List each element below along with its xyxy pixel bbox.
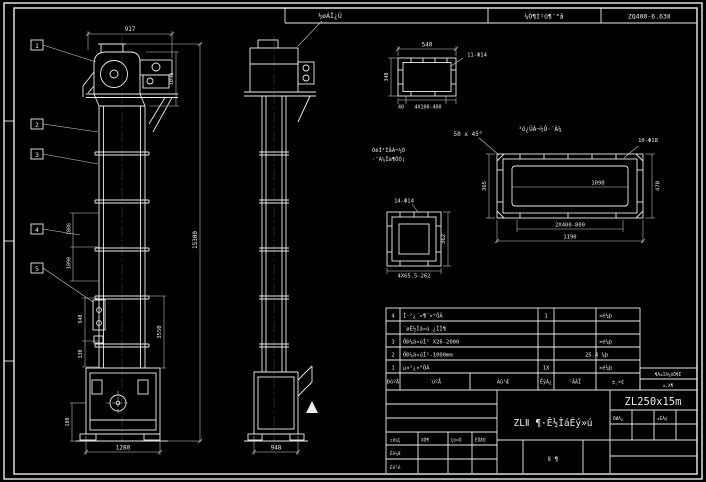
label-design: Éè¼Æ (390, 449, 401, 457)
label-sign: Ç©×Ö (451, 437, 462, 444)
header-note: ±¸×¢ (612, 380, 624, 386)
dim-340: 340 (384, 72, 390, 81)
revision-strip: ¶Ä±Ìê¼XÖ¶Ê ±,X¶ (639, 367, 697, 390)
flange-title-label: ³ö¿ÚÁ¬½Ó·¨À¼ (518, 126, 562, 133)
dim-4x65-262: 4X65.5-262 (397, 274, 430, 280)
holes-11-d14: 11-Φ14 (467, 53, 488, 59)
dim-1086: 1086 (67, 223, 73, 235)
label-weight: ÖØÁ¿ (613, 415, 624, 422)
row3-name: ÖÐ¼ä»úÍ² X26-2000 (403, 338, 459, 346)
dim-917: 917 (125, 26, 136, 33)
holes-10-d18: 10-Φ18 (638, 138, 658, 144)
top-strip-cell-left: ¼Ó¶Ì¹û¶¯°å (524, 12, 563, 21)
title-block: ±ê¼Ç XÖ¶ Ç©×Ö ÈÕÆÚ Éè¼Æ Éó²é ZLⅡ ¶·Ê½ÌáÉ… (385, 389, 697, 473)
drawing-title: ZLⅡ ¶·Ê½ÌáÉý»ú (513, 417, 592, 429)
dim-948: 948 (271, 445, 282, 452)
dim-365: 365 (482, 181, 488, 191)
header-name: Ãû³Æ (497, 379, 509, 386)
flange-note-line1: ÓëÍ²ÌåÁ¬½Ó (372, 146, 405, 154)
dim-540: 540 (422, 42, 433, 49)
parts-table-header: ÐòºÅ ´úºÅ Ãû³Æ ÊýÁ¿ ²ÄÁÏ ±¸×¢ (387, 378, 624, 386)
front-view-callouts: 1 2 3 4 5 (30, 39, 99, 303)
dim-1280: 1280 (116, 445, 131, 452)
callout-1: 1 (35, 42, 39, 50)
dim-470: 470 (656, 181, 662, 191)
dim-1090: 1090 (67, 257, 73, 269)
top-strip-cell-right: ZQ400-6.63Ⅱ (628, 13, 670, 21)
row1-no: 4 (391, 314, 395, 320)
row3-note: ×é¼þ (599, 339, 612, 346)
row1-name: Í·²¿´«¶¯×°ÖÃ (403, 312, 443, 320)
front-view-boot (76, 367, 168, 442)
dim-40: 40 (398, 105, 404, 111)
inspection-door (92, 299, 106, 331)
row4-note: 25.4 ¼þ (585, 353, 608, 359)
header-qty: ÊýÁ¿ (540, 378, 552, 386)
dim-180: 180 (65, 417, 71, 426)
callout-5: 5 (35, 265, 39, 273)
row5-name: µ×²¿×°ÖÃ (403, 365, 430, 372)
parts-row-4: 2 ÖÐ¼ä»úÍ²-1000mm 25.4 ¼þ (391, 351, 608, 359)
model-number: ZL250x15m (625, 396, 682, 408)
header-code: ´úºÅ (429, 379, 441, 386)
row4-no: 2 (391, 353, 394, 359)
header-no: ÐòºÅ (387, 379, 399, 386)
dim-3550: 3550 (157, 325, 163, 338)
flange-note-line2: ·¨À¼Ïà¶ÔÓ¦ (372, 156, 405, 163)
holes-14-d14: 14-Φ14 (394, 199, 415, 205)
dim-1190: 1190 (563, 235, 576, 241)
dim-940: 940 (78, 314, 84, 323)
label-date: ÈÕÆÚ (475, 436, 486, 444)
row2-name: ´øÊ½Ìá»ú ¿ÌÌ¶ (403, 325, 446, 333)
callout-2: 2 (35, 121, 39, 129)
label-mark: ±ê¼Ç (390, 437, 401, 444)
dim-15300: 15300 (192, 231, 199, 249)
row1-qty: 1 (544, 314, 547, 320)
row1-note: ×é¼þ (599, 313, 612, 320)
label-scale: ±ÈÀý (657, 414, 668, 422)
dim-1095: 1095 (169, 72, 175, 85)
revision-line2: ±,X¶ (663, 383, 674, 389)
header-material: ²ÄÁÏ (569, 379, 581, 386)
dim-330: 330 (78, 349, 84, 358)
top-strip: ½øÁÏ¿Ú ¼Ó¶Ì¹û¶¯°å ZQ400-6.63Ⅱ (284, 8, 697, 47)
label-check: Éó²é (390, 463, 401, 471)
front-view-casing (92, 36, 150, 446)
row5-note: ×é¼þ (599, 365, 612, 372)
row5-qty: 1X (543, 366, 550, 372)
front-view-dimensions: 917 1095 15300 3550 1086 1090 940 330 18… (65, 26, 203, 455)
callout-3: 3 (35, 151, 39, 159)
sheet-info: Ⅱ ¶ (548, 456, 559, 463)
inlet-label: ½øÁÏ¿Ú (318, 11, 342, 20)
side-view: 948 (244, 36, 318, 455)
dim-2x400-800: 2X400-800 (555, 223, 585, 229)
row3-no: 3 (391, 340, 394, 346)
detail-boot-flange: 14-Φ14 362 4X65.5-262 (386, 199, 451, 280)
detail-discharge-flange: ³ö¿ÚÁ¬½Ó·¨À¼ 50 x 45° ÓëÍ²ÌåÁ¬½Ó ·¨À¼Ïà¶… (372, 126, 662, 244)
dim-1098: 1098 (591, 181, 604, 187)
parts-row-3: 3 ÖÐ¼ä»úÍ² X26-2000 ×é¼þ (391, 338, 612, 346)
label-count: XÖ¶ (421, 437, 429, 444)
parts-row-2: ´øÊ½Ìá»ú ¿ÌÌ¶ (403, 325, 446, 333)
parts-row-1: 4 Í·²¿´«¶¯×°ÖÃ 1 ×é¼þ (391, 312, 612, 320)
front-view-head (82, 43, 178, 133)
chamfer-label: 50 x 45° (454, 131, 483, 138)
callout-4: 4 (35, 226, 39, 234)
row5-no: 1 (391, 366, 394, 372)
detail-inlet-flange: 540 40 4X100-400 340 11-Φ14 (384, 42, 488, 111)
dim-362: 362 (441, 234, 447, 244)
parts-table: 4 Í·²¿´«¶¯×°ÖÃ 1 ×é¼þ ´øÊ½Ìá»ú ¿ÌÌ¶ 3 ÖÐ… (385, 307, 641, 391)
revision-line1: ¶Ä±Ìê¼XÖ¶Ê (655, 370, 682, 378)
parts-row-5: 1 µ×²¿×°ÖÃ 1X ×é¼þ (391, 365, 612, 372)
row4-name: ÖÐ¼ä»úÍ²-1000mm (403, 351, 453, 359)
section-marker (306, 401, 318, 413)
dim-4x100-400: 4X100-400 (414, 105, 441, 111)
sheet-border (3, 2, 703, 480)
